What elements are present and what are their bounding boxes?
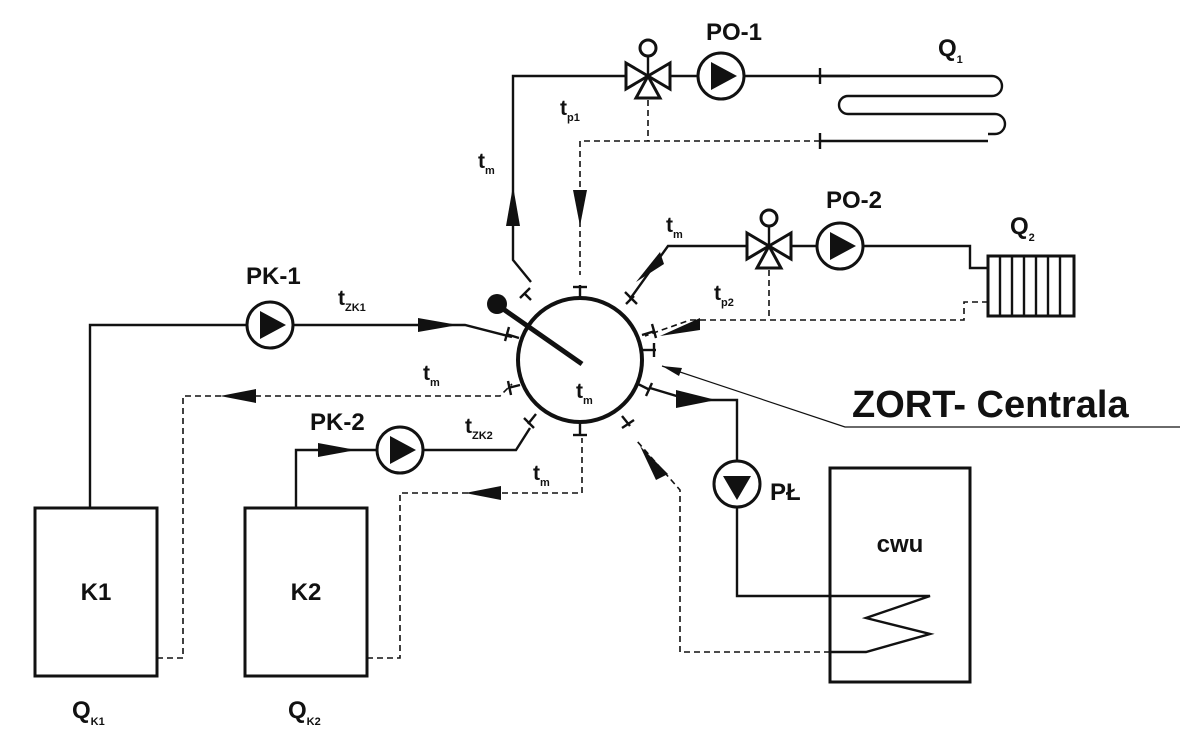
diagram-title: ZORT- Centrala [852,384,1129,426]
temp-tzk2-label: tZK2 [465,415,493,442]
boiler-k1 [33,506,159,678]
k1-return-arrow [220,389,256,403]
temp-tm-q2-label: tm [666,214,683,241]
pump-pl-icon [723,476,751,500]
q2-supply-pipe [629,244,747,300]
pump-pk2-icon [390,436,416,464]
coil-heater-icon [820,74,1007,136]
cwu-tank-label: cwu [877,531,924,558]
boiler-k1-label: K1 [81,579,112,606]
q1-supply-pipe [511,74,640,283]
temp-tm-k1-return-label: tm [423,362,440,389]
boiler-k1-heat-label: QK1 [72,697,105,728]
pump-po2-label: PO-2 [826,187,882,214]
temp-tm-k2-return-label: tm [533,462,550,489]
central-unit-pointer-knob [487,294,507,314]
q2-pump-to-radiator-pipe [863,244,988,270]
pump-po1-label: PO-1 [706,19,762,46]
pump-po2-icon [830,232,856,260]
receiver-q1-label: Q1 [938,35,963,66]
temp-tm-center-label: tm [576,380,593,407]
cwu-pump-to-coil-pipe [735,507,870,598]
receiver-q2-label: Q2 [1010,213,1035,244]
temp-tm-q1-label: tm [478,150,495,177]
three-way-valve-icon [624,38,672,100]
temp-tp1-label: tp1 [560,97,580,124]
q2-return-pipe [644,301,988,337]
cwu-tank [828,466,972,684]
q1-return-pipe [579,140,820,275]
title-leader-line [661,365,1180,428]
boiler-k2-heat-label: QK2 [288,697,321,728]
temp-tp2-label: tp2 [714,282,734,309]
radiator-icon [986,254,1076,318]
title-leader-arrow [662,366,682,376]
k2-return-pipe [367,438,583,659]
central-unit-ports [503,285,658,437]
k1-return-pipe [157,383,513,659]
q2-supply-arrow [636,252,664,282]
central-unit-pointer [494,301,584,367]
pump-pk2-label: PK-2 [310,409,365,436]
k1-supply-pipe [88,323,513,508]
q2-return-arrow [660,318,700,336]
pump-po1-icon [711,62,737,90]
boiler-k2-label: K2 [291,579,322,606]
heat-exchanger-coil-icon [830,594,935,654]
three-way-valve-2-icon [745,208,793,270]
k2-return-arrow [465,486,501,500]
q1-supply-arrow [506,186,520,226]
cwu-return-arrow [640,446,668,480]
cwu-supply-arrow [676,390,716,408]
k1-supply-arrow [418,318,458,332]
pump-pk1-label: PK-1 [246,263,301,290]
pump-pl-label: PŁ [770,479,801,506]
temp-tzk1-label: tZK1 [338,287,366,314]
k2-supply-arrow [318,443,356,457]
boiler-k2 [243,506,369,678]
q1-return-arrow [573,190,587,226]
pump-pk1-icon [260,311,286,339]
